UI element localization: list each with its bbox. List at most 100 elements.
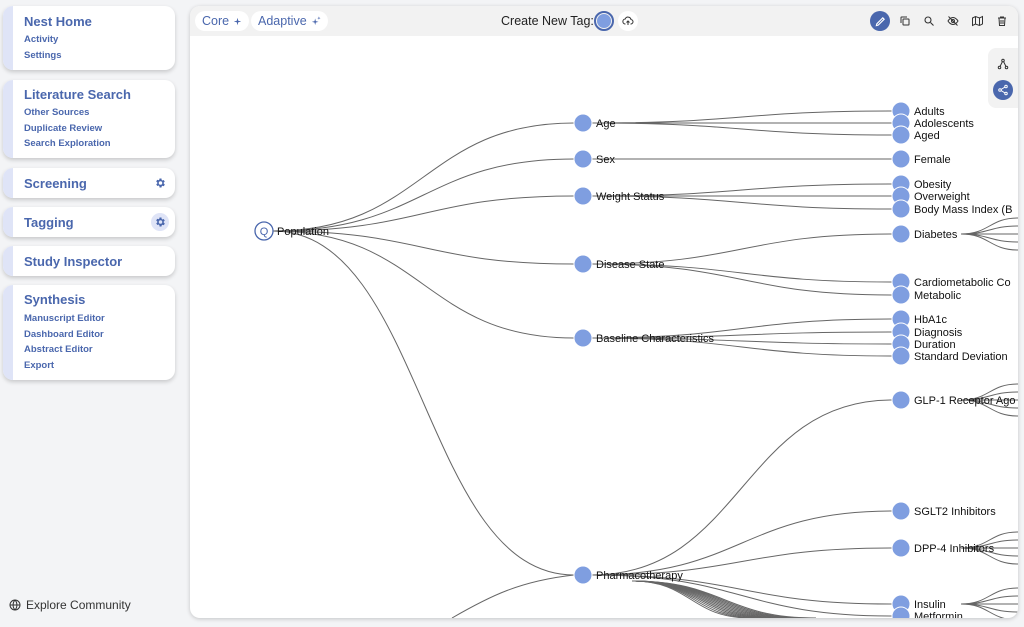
card-accent-bar [3, 168, 13, 198]
abstract-editor-link[interactable]: Abstract Editor [24, 344, 93, 355]
tagging-title[interactable]: Tagging [24, 215, 74, 230]
tree-link [591, 195, 893, 210]
tree-node-l1[interactable]: Pharmacotherapy [573, 565, 683, 585]
tree-node-l2[interactable]: Body Mass Index (B [891, 199, 1012, 219]
search-exploration-link[interactable]: Search Exploration [24, 138, 111, 149]
export-link[interactable]: Export [24, 360, 55, 371]
screening-title[interactable]: Screening [24, 176, 87, 191]
tree-link [272, 230, 575, 339]
tree-node-l2[interactable]: Adolescents [891, 113, 974, 133]
pencil-icon[interactable] [870, 11, 890, 31]
study-inspector-card[interactable]: Study Inspector [3, 246, 175, 276]
tree-node-l2[interactable]: Overweight [891, 186, 970, 206]
tree-node-l2-label: Diagnosis [914, 327, 963, 339]
tree-node-l2-label: Female [914, 154, 951, 166]
tag-color-swatch[interactable] [594, 11, 614, 31]
tree-node-l2-label: Insulin [914, 599, 946, 611]
tree-link [960, 603, 1006, 618]
tree-node-l2[interactable]: Aged [891, 125, 940, 145]
cloud-upload-icon[interactable] [618, 11, 638, 31]
tree-link [591, 318, 893, 339]
activity-link[interactable]: Activity [24, 34, 59, 45]
sparkle-icon [233, 17, 242, 25]
tree-node-l2[interactable]: GLP-1 Receptor Ago [891, 390, 1016, 410]
tree-link [960, 603, 1018, 613]
tree-link [591, 547, 893, 576]
share-graph-icon[interactable] [993, 80, 1013, 100]
tree-node-l2[interactable]: HbA1c [891, 309, 948, 329]
tree-node-l2-label: Adults [914, 106, 945, 118]
tree-node-l1[interactable]: Baseline Characteristics [573, 328, 714, 348]
tree-link [631, 580, 805, 618]
tree-node-l2[interactable]: Metformin [891, 606, 963, 618]
tree-node-l2-label: Obesity [914, 179, 952, 191]
layout-tools [988, 48, 1018, 108]
tree-node-l2[interactable]: Standard Deviation [891, 346, 1008, 366]
duplicate-review-link[interactable]: Duplicate Review [24, 123, 103, 134]
tree-link [631, 580, 769, 618]
tree-node-l1-label: Baseline Characteristics [596, 333, 714, 345]
synthesis-title[interactable]: Synthesis [24, 292, 86, 307]
tree-node-l2[interactable]: Cardiometabolic Co [891, 272, 1011, 292]
tree-link [272, 230, 575, 576]
other-sources-link[interactable]: Other Sources [24, 107, 90, 118]
eye-off-icon[interactable] [943, 11, 963, 31]
tree-node-l2[interactable]: DPP-4 Inhibitors [891, 538, 995, 558]
literature-search-title[interactable]: Literature Search [24, 87, 131, 102]
adaptive-label: Adaptive [258, 14, 307, 28]
tree-link [272, 158, 575, 232]
tree-node-l1-label: Weight Status [596, 191, 665, 203]
tree-layout-icon[interactable] [993, 54, 1013, 74]
manuscript-editor-link[interactable]: Manuscript Editor [24, 313, 105, 324]
tree-link [272, 195, 575, 232]
core-label: Core [202, 14, 230, 28]
tree-link [591, 183, 893, 197]
tree-node-l2[interactable]: Metabolic [891, 285, 962, 305]
tree-link [591, 574, 893, 617]
tree-link [591, 263, 893, 283]
tree-node-l1[interactable]: Weight Status [573, 186, 665, 206]
explore-community-label: Explore Community [26, 598, 131, 612]
tree-node-l1[interactable]: Age [573, 113, 616, 133]
tree-link [591, 337, 893, 345]
tree-node-l2[interactable]: Diabetes [891, 224, 958, 244]
tree-link [451, 574, 575, 618]
tree-link [591, 337, 893, 357]
tree-link [591, 263, 893, 296]
tag-color-fill [597, 14, 611, 28]
settings-link[interactable]: Settings [24, 50, 62, 61]
tree-link [591, 122, 893, 136]
tree-node-l1[interactable]: Disease State [573, 254, 664, 274]
map-icon[interactable] [967, 11, 987, 31]
adaptive-button[interactable]: Adaptive [251, 11, 328, 31]
tagging-gear-icon[interactable] [151, 213, 169, 231]
card-accent-bar [3, 80, 13, 158]
tree-node-l2-label: Duration [914, 339, 956, 351]
tree-node-l2-label: Overweight [914, 191, 970, 203]
screening-card[interactable]: Screening [3, 168, 175, 198]
tree-link [960, 225, 1018, 235]
explore-community-link[interactable]: Explore Community [9, 598, 131, 612]
tree-link [960, 233, 1018, 251]
tree-node-l2-label: Adolescents [914, 118, 974, 130]
tree-node-l1[interactable]: Sex [573, 149, 615, 169]
tree-node-l1-label: Age [596, 118, 616, 130]
nest-home-title[interactable]: Nest Home [24, 14, 92, 29]
tagging-card[interactable]: Tagging [3, 207, 175, 237]
dashboard-editor-link[interactable]: Dashboard Editor [24, 329, 104, 340]
tree-node-l2[interactable]: Female [891, 149, 951, 169]
copy-icon[interactable] [895, 11, 915, 31]
tree-node-l2-label: Metformin [914, 611, 963, 618]
search-icon[interactable] [919, 11, 939, 31]
tree-link [960, 233, 1018, 243]
canvas-toolbar: Core Adaptive Create New Tag: [190, 6, 1018, 36]
study-inspector-title[interactable]: Study Inspector [24, 254, 123, 269]
tree-link [591, 510, 893, 576]
screening-gear-icon[interactable] [151, 174, 169, 192]
core-button[interactable]: Core [195, 11, 250, 31]
tree-node-l2[interactable]: SGLT2 Inhibitors [891, 501, 996, 521]
trash-icon[interactable] [992, 11, 1012, 31]
